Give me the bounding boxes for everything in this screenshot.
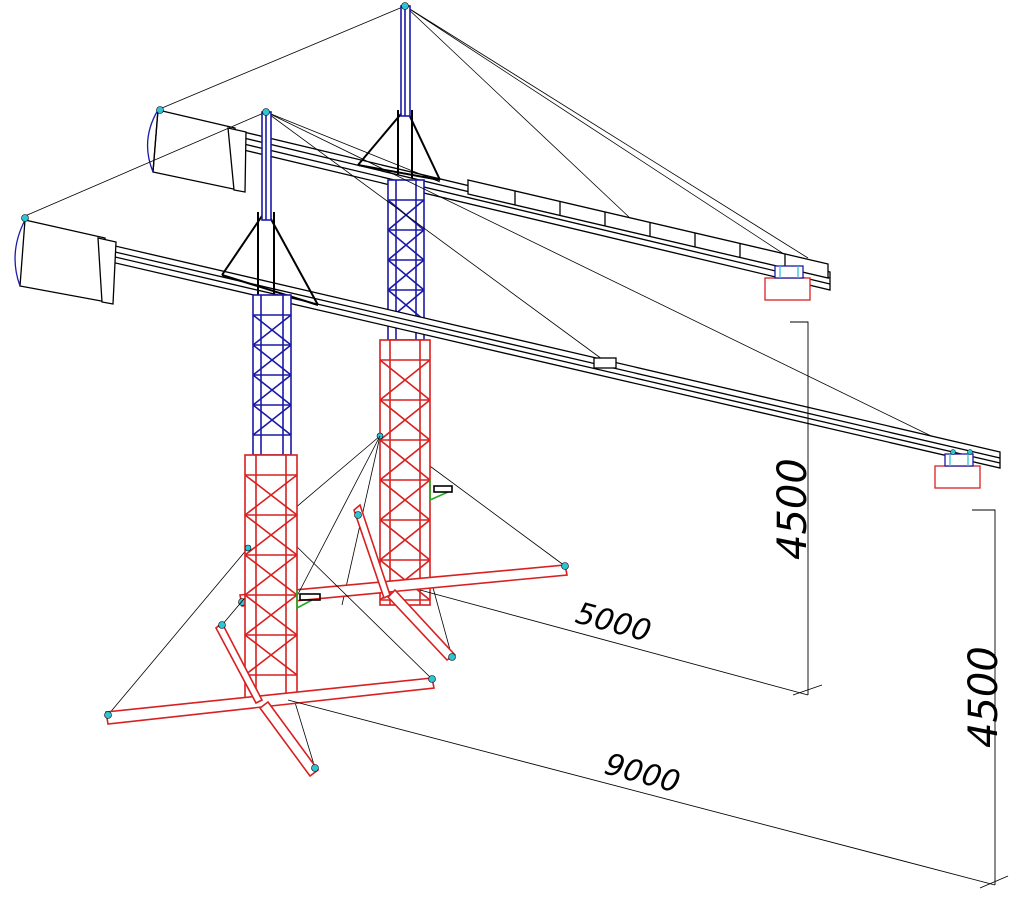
front-crane-stay-cables xyxy=(24,111,961,769)
front-winch-handle xyxy=(296,590,321,610)
back-top-frame xyxy=(357,107,441,181)
front-lower-mast xyxy=(105,454,435,778)
dimension-lines xyxy=(287,321,1009,889)
back-anchor-points xyxy=(156,2,569,661)
front-anchor-points xyxy=(21,108,436,772)
dim-short-boom-reach: 5000 xyxy=(572,596,655,650)
back-boom xyxy=(159,111,831,291)
back-boom-tip-carriage xyxy=(764,265,811,301)
back-lower-mast xyxy=(239,339,568,662)
front-counterweight-basket xyxy=(14,219,117,305)
front-upper-mast xyxy=(252,111,292,456)
dim-short-boom-height: 4500 xyxy=(770,458,816,560)
front-boom-tip-carriage xyxy=(934,449,981,489)
front-crane xyxy=(14,108,1001,778)
dimension-labels: 4500 4500 5000 9000 xyxy=(572,458,1007,800)
front-boom xyxy=(24,224,1001,469)
back-counterweight-basket xyxy=(146,109,247,193)
front-top-frame xyxy=(221,209,319,306)
dim-long-boom-height: 4500 xyxy=(961,646,1007,748)
back-winch-handle xyxy=(429,480,453,502)
